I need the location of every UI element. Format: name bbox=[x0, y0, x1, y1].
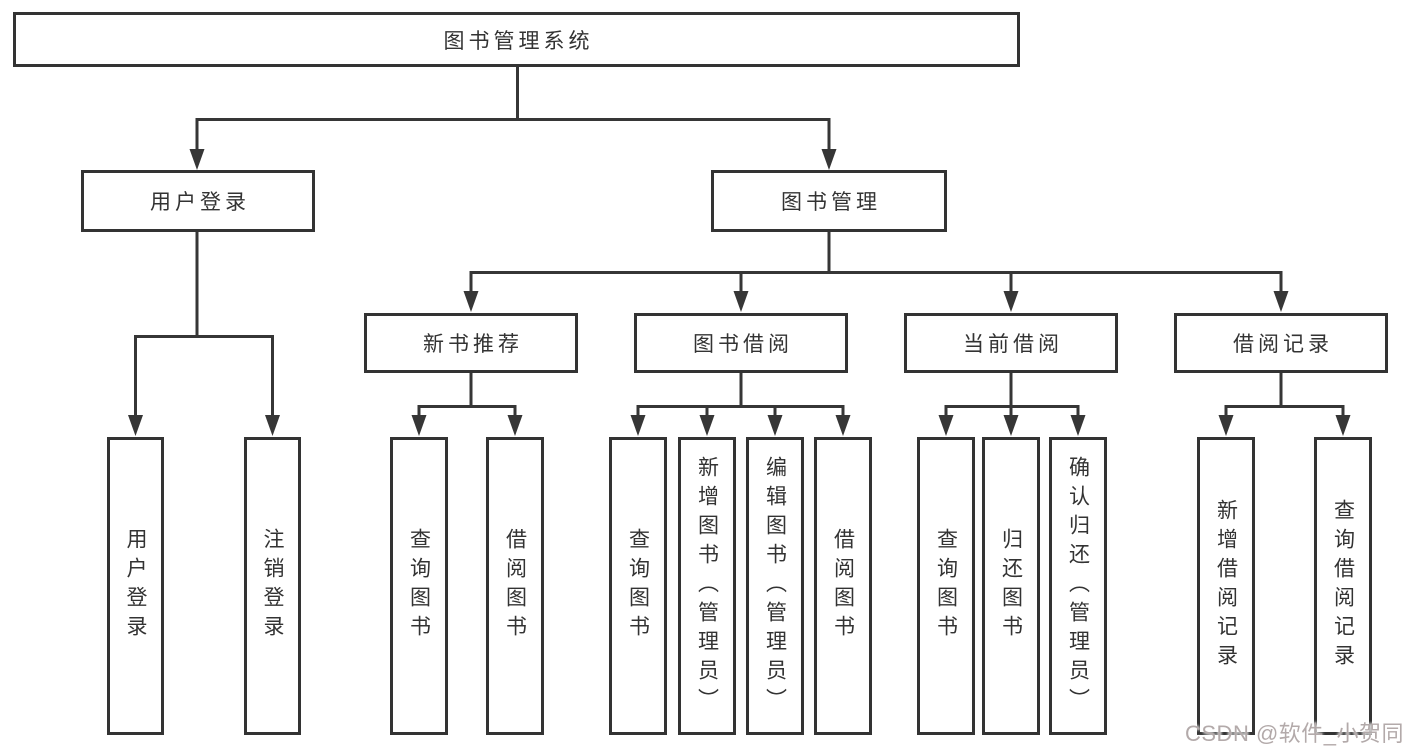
node-book-management: 图书管理 bbox=[711, 170, 947, 232]
node-label: 新增借阅记录 bbox=[1214, 499, 1238, 673]
leaf-add-books-admin: 新增图书（管理员） bbox=[678, 437, 736, 735]
leaf-current-query-books: 查询图书 bbox=[917, 437, 975, 735]
node-label: 查询图书 bbox=[934, 528, 958, 644]
leaf-query-borrow-record: 查询借阅记录 bbox=[1314, 437, 1372, 735]
arrowhead-down-icon bbox=[1218, 415, 1234, 436]
node-borrow-records: 借阅记录 bbox=[1174, 313, 1388, 373]
node-label: 新书推荐 bbox=[423, 333, 523, 356]
node-label: 确认归还（管理员） bbox=[1066, 455, 1090, 717]
arrowhead-down-icon bbox=[835, 415, 851, 436]
arrowhead-down-icon bbox=[1003, 291, 1019, 312]
arrowhead-down-icon bbox=[463, 291, 479, 312]
leaf-user-login: 用户登录 bbox=[107, 437, 164, 735]
node-book-borrow: 图书借阅 bbox=[634, 313, 848, 373]
arrowhead-down-icon bbox=[733, 291, 749, 312]
connector-user-login-to-leaves bbox=[128, 232, 280, 436]
node-label: 查询借阅记录 bbox=[1331, 499, 1355, 673]
leaf-confirm-return-admin: 确认归还（管理员） bbox=[1049, 437, 1107, 735]
arrowhead-down-icon bbox=[265, 415, 280, 436]
arrowhead-down-icon bbox=[699, 415, 715, 436]
arrowhead-down-icon bbox=[507, 415, 523, 436]
node-label: 用户登录 bbox=[150, 191, 250, 214]
node-label: 图书借阅 bbox=[693, 333, 793, 356]
connector-current-borrow-to-leaves bbox=[938, 373, 1086, 436]
node-current-borrow: 当前借阅 bbox=[904, 313, 1118, 373]
leaf-add-borrow-record: 新增借阅记录 bbox=[1197, 437, 1255, 735]
node-new-book-recommend: 新书推荐 bbox=[364, 313, 578, 373]
arrowhead-down-icon bbox=[128, 415, 143, 436]
node-label: 借阅图书 bbox=[503, 528, 527, 644]
connector-root-to-level2 bbox=[189, 66, 837, 170]
node-label: 新增图书（管理员） bbox=[695, 455, 719, 717]
arrowhead-down-icon bbox=[630, 415, 646, 436]
csdn-watermark: CSDN @软件_小贺同学 bbox=[1185, 721, 1405, 746]
arrowhead-down-icon bbox=[189, 149, 205, 170]
arrowhead-down-icon bbox=[938, 415, 954, 436]
arrowhead-down-icon bbox=[1070, 415, 1086, 436]
leaf-borrow-query-books: 查询图书 bbox=[609, 437, 667, 735]
node-label: 图书管理 bbox=[781, 191, 881, 214]
arrowhead-down-icon bbox=[767, 415, 783, 436]
node-label: 借阅图书 bbox=[831, 528, 855, 644]
node-root: 图书管理系统 bbox=[13, 12, 1020, 67]
node-label: 借阅记录 bbox=[1233, 333, 1333, 356]
leaf-recommend-borrow-books: 借阅图书 bbox=[486, 437, 544, 735]
arrowhead-down-icon bbox=[1273, 291, 1289, 312]
leaf-edit-books-admin: 编辑图书（管理员） bbox=[746, 437, 804, 735]
node-label: 查询图书 bbox=[626, 528, 650, 644]
arrowhead-down-icon bbox=[1003, 415, 1019, 436]
leaf-borrow-borrow-books: 借阅图书 bbox=[814, 437, 872, 735]
node-label: 当前借阅 bbox=[963, 333, 1063, 356]
connector-new-book-recommend-to-leaves bbox=[411, 373, 523, 436]
leaf-return-books: 归还图书 bbox=[982, 437, 1040, 735]
arrowhead-down-icon bbox=[1335, 415, 1351, 436]
node-label: 编辑图书（管理员） bbox=[763, 455, 787, 717]
node-user-login: 用户登录 bbox=[81, 170, 315, 232]
node-label: 注销登录 bbox=[261, 528, 284, 644]
connector-book-borrow-to-leaves bbox=[630, 373, 851, 436]
leaf-logout-login: 注销登录 bbox=[244, 437, 301, 735]
connector-borrow-records-to-leaves bbox=[1218, 373, 1351, 436]
node-label: 查询图书 bbox=[407, 528, 431, 644]
node-label: 图书管理系统 bbox=[443, 29, 594, 53]
node-label: 用户登录 bbox=[124, 528, 147, 644]
connector-book-management-to-level3 bbox=[463, 232, 1289, 312]
arrowhead-down-icon bbox=[411, 415, 427, 436]
leaf-recommend-query-books: 查询图书 bbox=[390, 437, 448, 735]
arrowhead-down-icon bbox=[821, 149, 837, 170]
node-label: 归还图书 bbox=[999, 528, 1023, 644]
